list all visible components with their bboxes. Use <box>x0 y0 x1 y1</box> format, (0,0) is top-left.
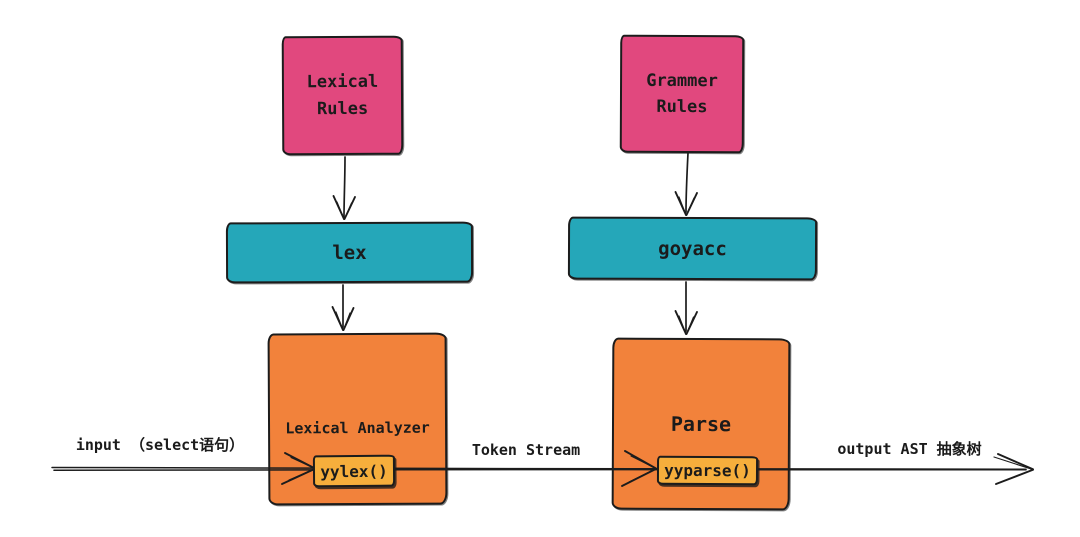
grammar-rules-label: Grammer Rules <box>646 70 718 118</box>
yylex-label: yylex() <box>320 461 388 481</box>
lex-node: lex <box>225 221 474 284</box>
parser-label: Parse <box>670 411 732 437</box>
yylex-function-box: yylex() <box>312 454 396 488</box>
lexical-rules-label: Lexical Rules <box>306 71 379 119</box>
goyacc-label: goyacc <box>658 237 727 260</box>
yyparse-function-box: yyparse() <box>656 455 759 486</box>
goyacc-node: goyacc <box>567 216 818 281</box>
arrow-grammarrules-to-goyacc <box>674 152 698 216</box>
flow-line <box>51 466 1027 471</box>
arrow-lex-to-analyzer <box>331 284 355 331</box>
input-flow-label: input （select语句） <box>75 436 245 454</box>
arrow-goyacc-to-parser <box>674 281 698 335</box>
arrow-lexicalrules-to-lex <box>332 156 356 220</box>
yyparse-label: yyparse() <box>664 460 751 481</box>
grammar-rules-node: Grammer Rules <box>619 34 745 154</box>
lexical-analyzer-label: Lexical Analyzer <box>285 418 430 438</box>
lex-label: lex <box>332 241 367 264</box>
output-flow-label: output AST 抽象树 <box>837 440 982 458</box>
token-stream-flow-label: Token Stream <box>471 441 581 459</box>
lexical-rules-node: Lexical Rules <box>281 35 404 156</box>
